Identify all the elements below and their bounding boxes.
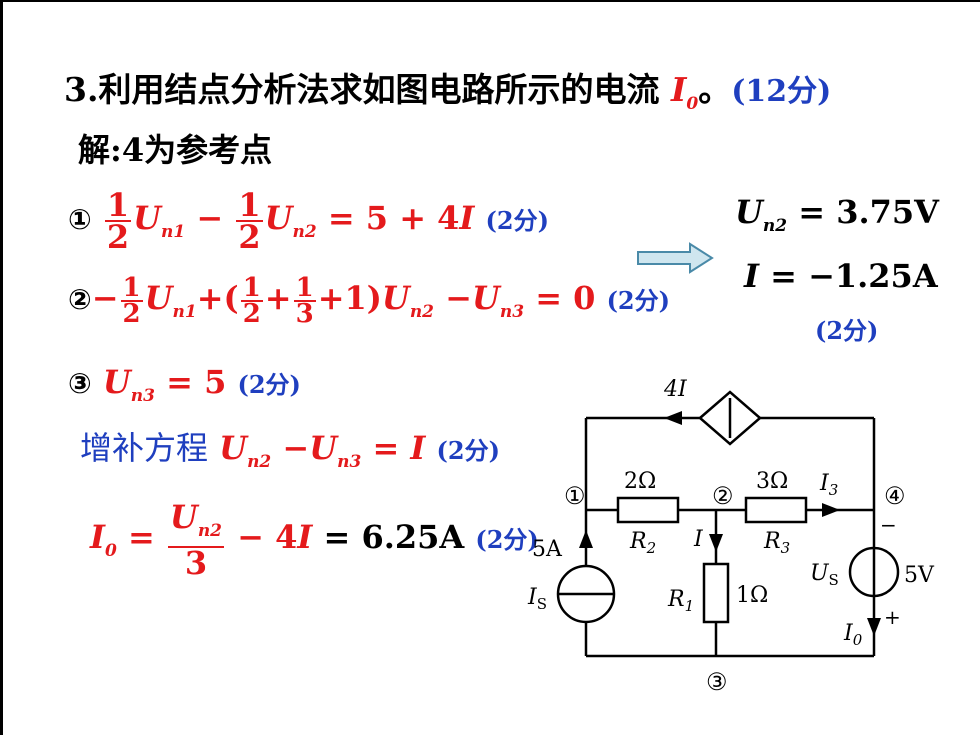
r2-name: R2	[629, 529, 656, 557]
final-result: = 6.25A	[323, 518, 465, 556]
equation-1-marker: ①	[68, 203, 92, 236]
problem-number: 3.	[64, 70, 99, 109]
i-arrow-icon	[709, 534, 723, 552]
supplementary-equation: 增补方程 Un2 −Un3 = I (2分)	[80, 429, 500, 472]
dep-source-label: 4I	[663, 377, 688, 402]
equation-3: ③ Un3 = 5 (2分)	[68, 363, 301, 406]
r3-name: R3	[763, 529, 790, 557]
results-score: (2分)	[815, 316, 879, 345]
r1-name: R1	[667, 587, 694, 615]
title-variable: I0	[670, 70, 699, 114]
us-value: 5V	[904, 563, 935, 588]
node-1-label: ①	[564, 482, 586, 510]
title-score: (12分)	[731, 74, 832, 109]
voltage-source-icon	[848, 546, 900, 598]
dep-source-arrow-icon	[664, 411, 682, 425]
is-name: IS	[527, 585, 547, 613]
slide-border-top	[0, 0, 980, 2]
resistor-r3	[744, 496, 808, 524]
equation-3-score: (2分)	[237, 370, 301, 399]
is-value: 5A	[532, 537, 563, 562]
dependent-current-source-icon	[698, 390, 762, 446]
current-source-icon	[556, 564, 616, 624]
i0-label: I0	[843, 621, 863, 649]
circuit-diagram: 4I 2Ω R2 3Ω R3 I3 1Ω R1 I 5A IS US	[527, 377, 935, 696]
result-current: I = −1.25A	[744, 257, 938, 295]
r1-value: 1Ω	[736, 583, 768, 608]
i0-arrow-icon	[867, 618, 881, 636]
us-plus-sign: +	[884, 605, 901, 629]
node-4-label: ④	[884, 482, 906, 510]
equation-2-score: (2分)	[606, 286, 670, 315]
problem-title: 3.利用结点分析法求如图电路所示的电流 I0。(12分)	[64, 70, 832, 114]
resistor-r2	[616, 496, 680, 524]
slide-border-left	[0, 0, 3, 735]
us-minus-sign: −	[880, 513, 897, 537]
equation-2-marker: ②	[68, 283, 92, 316]
supplementary-score: (2分)	[436, 436, 500, 465]
node-2-label: ②	[712, 482, 734, 510]
i-label: I	[693, 527, 704, 552]
equation-1-score: (2分)	[485, 206, 549, 235]
supplementary-label: 增补方程	[80, 429, 209, 467]
i3-arrow-icon	[822, 503, 840, 517]
r3-value: 3Ω	[756, 469, 788, 494]
r2-value: 2Ω	[624, 469, 656, 494]
solution-heading: 解:4为参考点	[78, 131, 273, 169]
result-un2: Un2 = 3.75V	[735, 193, 939, 236]
equation-3-marker: ③	[68, 367, 92, 400]
us-name: US	[810, 561, 839, 589]
final-score: (2分)	[475, 525, 539, 554]
implies-arrow-icon	[637, 242, 714, 274]
resistor-r1	[702, 562, 730, 624]
node-3-label: ③	[706, 668, 728, 696]
is-arrow-icon	[579, 530, 593, 548]
problem-text: 利用结点分析法求如图电路所示的电流	[98, 70, 660, 109]
i3-label: I3	[819, 471, 838, 499]
